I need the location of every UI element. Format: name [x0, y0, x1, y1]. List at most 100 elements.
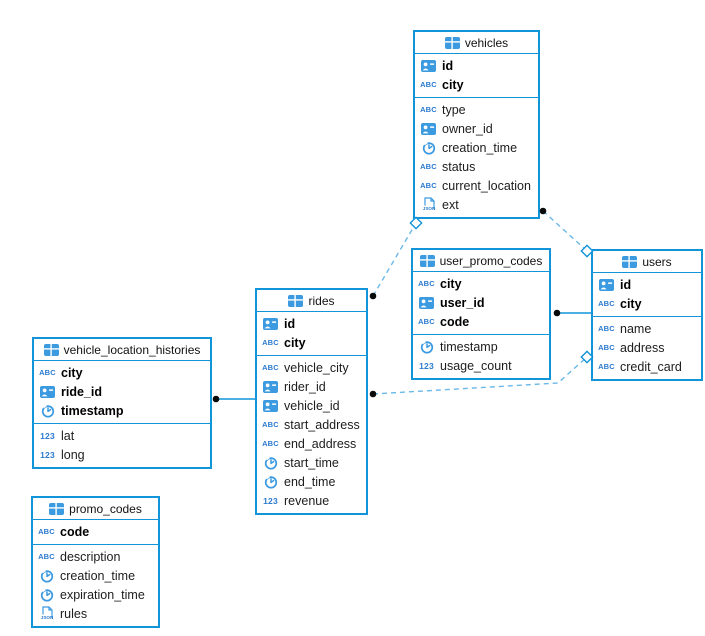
column-row-timestamp[interactable]: timestamp	[34, 401, 210, 420]
column-name: owner_id	[442, 121, 493, 136]
json-icon: JSON	[38, 606, 55, 621]
id-card-icon	[39, 385, 56, 398]
column-name: ext	[442, 197, 459, 212]
column-row-description[interactable]: ABC description	[33, 547, 158, 566]
abc-icon: ABC	[598, 324, 615, 333]
column-row-start_time[interactable]: start_time	[257, 453, 366, 472]
column-row-city[interactable]: ABC city	[257, 333, 366, 352]
column-row-name[interactable]: ABC name	[593, 319, 701, 338]
clock-icon	[38, 587, 55, 602]
abc-icon: ABC	[262, 363, 279, 372]
abc-icon: ABC	[38, 527, 55, 536]
column-name: timestamp	[61, 403, 124, 418]
column-name: city	[61, 365, 83, 380]
column-row-id[interactable]: id	[257, 314, 366, 333]
table-title: promo_codes	[69, 501, 142, 516]
table-header[interactable]: vehicles	[415, 32, 538, 54]
abc-icon: ABC	[598, 299, 615, 308]
column-name: ride_id	[61, 384, 102, 399]
table-header[interactable]: promo_codes	[33, 498, 158, 520]
id-card-icon	[418, 296, 435, 309]
column-row-creation_time[interactable]: creation_time	[33, 566, 158, 585]
column-row-owner_id[interactable]: owner_id	[415, 119, 538, 138]
clock-icon	[39, 403, 56, 418]
column-name: city	[284, 335, 306, 350]
column-row-timestamp[interactable]: timestamp	[413, 337, 549, 356]
column-name: long	[61, 447, 85, 462]
abc-icon: ABC	[262, 420, 279, 429]
table-header[interactable]: user_promo_codes	[413, 250, 549, 272]
abc-icon: ABC	[262, 338, 279, 347]
column-row-vehicle_id[interactable]: vehicle_id	[257, 396, 366, 415]
table-icon	[288, 294, 304, 307]
columns-section: ABC description creation_time expiration_ti…	[33, 544, 158, 626]
column-name: start_time	[284, 455, 339, 470]
column-row-id[interactable]: id	[415, 56, 538, 75]
table-icon	[49, 502, 65, 515]
column-row-expiration_time[interactable]: expiration_time	[33, 585, 158, 604]
column-row-end_time[interactable]: end_time	[257, 472, 366, 491]
abc-icon: ABC	[418, 279, 435, 288]
relationship-rides-users[interactable]	[372, 356, 588, 395]
column-name: name	[620, 321, 652, 336]
column-name: city	[440, 276, 462, 291]
table-title: users	[642, 254, 672, 269]
abc-icon: ABC	[420, 162, 437, 171]
column-row-code[interactable]: ABC code	[33, 522, 158, 541]
column-name: credit_card	[620, 359, 682, 374]
column-row-city[interactable]: ABC city	[413, 274, 549, 293]
table-header[interactable]: users	[593, 251, 701, 273]
abc-icon: ABC	[598, 343, 615, 352]
column-name: description	[60, 549, 121, 564]
table-header[interactable]: rides	[257, 290, 366, 312]
id-card-icon	[262, 399, 279, 412]
table-icon	[622, 255, 638, 268]
relationship-vehicles-users[interactable]	[542, 210, 588, 252]
abc-icon: ABC	[38, 552, 55, 561]
column-row-rider_id[interactable]: rider_id	[257, 377, 366, 396]
column-row-address[interactable]: ABC address	[593, 338, 701, 357]
clock-icon	[418, 339, 435, 354]
clock-icon	[262, 455, 279, 470]
column-row-user_id[interactable]: user_id	[413, 293, 549, 312]
column-name: expiration_time	[60, 587, 145, 602]
table-icon	[444, 36, 460, 49]
column-name: code	[60, 524, 90, 539]
relationship-rides-vehicles[interactable]	[372, 222, 417, 297]
column-row-id[interactable]: id	[593, 275, 701, 294]
column-row-creation_time[interactable]: creation_time	[415, 138, 538, 157]
abc-icon: ABC	[262, 439, 279, 448]
id-card-icon	[420, 122, 437, 135]
table-header[interactable]: vehicle_location_histories	[34, 339, 210, 361]
table-icon	[43, 343, 59, 356]
column-name: creation_time	[442, 140, 518, 155]
clock-icon	[38, 568, 55, 583]
column-row-ride_id[interactable]: ride_id	[34, 382, 210, 401]
column-name: address	[620, 340, 665, 355]
